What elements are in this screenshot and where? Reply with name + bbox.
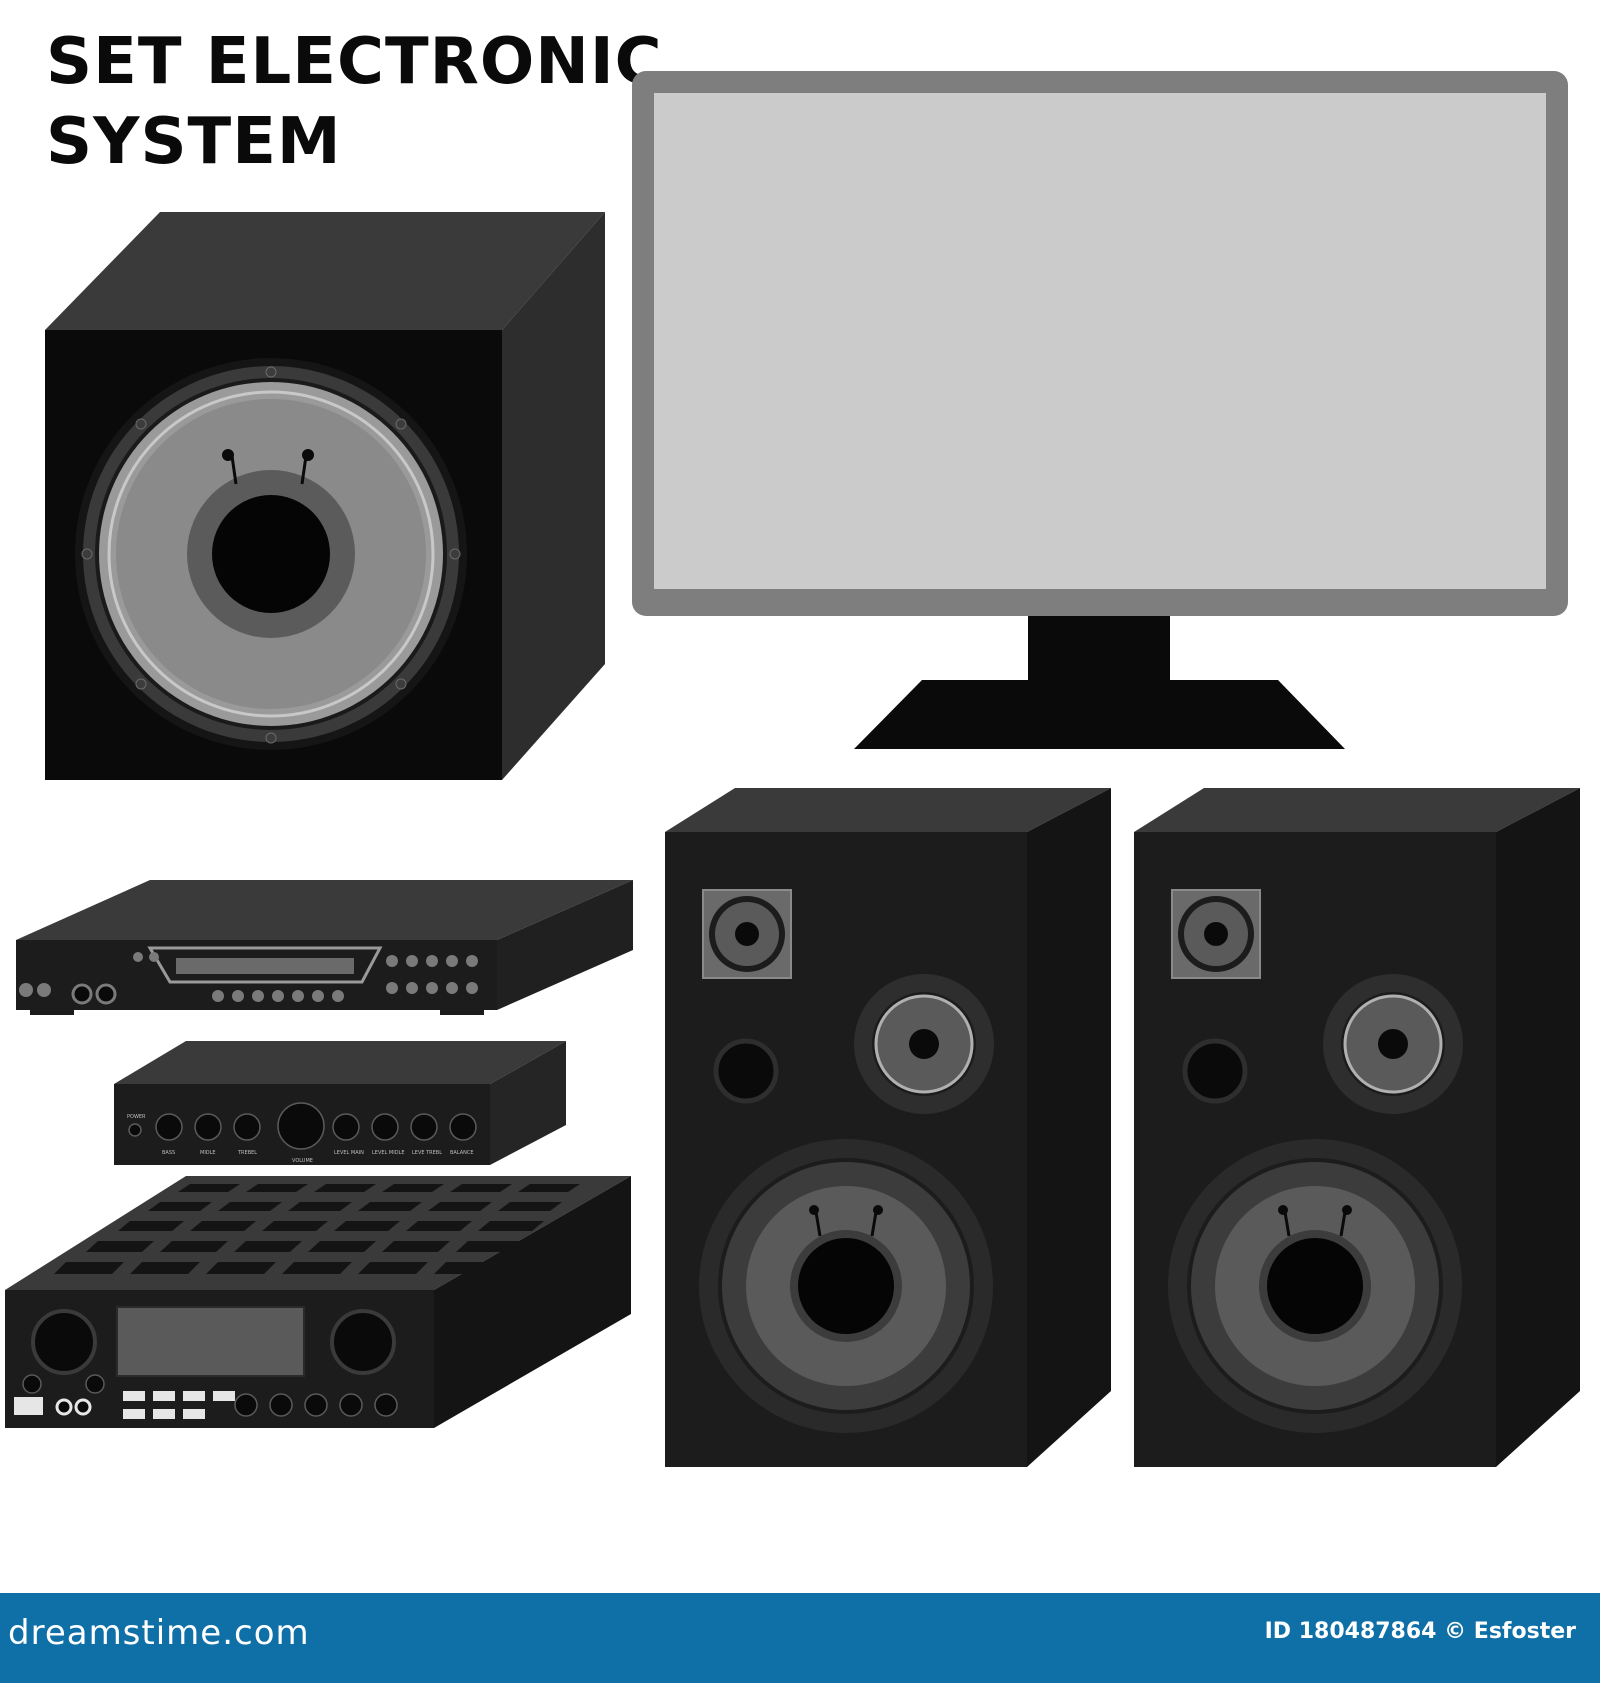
speaker-right-tweeter <box>1171 889 1261 979</box>
preamp-label-balance: BALANCE <box>450 1150 474 1156</box>
title-line-1: SET ELECTRONIC <box>46 25 663 99</box>
page-title: SET ELECTRONIC SYSTEM <box>46 22 663 182</box>
footer-bar: dreamstime.com ID 180487864 © Esfoster <box>0 1593 1600 1683</box>
cd-tray <box>147 946 383 984</box>
cd-player-top <box>16 880 633 940</box>
amplifier-left-knob <box>31 1309 97 1375</box>
title-line-2: SYSTEM <box>46 105 342 179</box>
amplifier-display <box>116 1306 305 1377</box>
preamp-label-midle: MIDLE <box>200 1150 216 1156</box>
preamp-label-bass: BASS <box>162 1150 175 1156</box>
speaker-right <box>1134 788 1580 1467</box>
preamp-side <box>490 1041 566 1165</box>
power-knob <box>128 1123 142 1137</box>
preamp-top <box>114 1041 566 1084</box>
speaker-right-woofer <box>1168 1139 1462 1433</box>
preamp-label-volume: VOLUME <box>292 1158 313 1164</box>
preamp-label-trebel: TREBEL <box>237 1150 257 1156</box>
electronic-system-illustration: POWER BASS MIDLE TREBEL VOLUME LEVEL MAI… <box>5 71 1580 1467</box>
speaker-left-port <box>713 1038 779 1104</box>
speaker-left-midrange <box>854 974 994 1114</box>
speaker-left-side <box>1027 788 1111 1467</box>
speaker-left-tweeter <box>702 889 792 979</box>
speaker-right-top <box>1134 788 1580 832</box>
power-amplifier <box>5 1176 631 1428</box>
image-credit: ID 180487864 © Esfoster <box>1264 1619 1576 1644</box>
subwoofer-side <box>502 212 605 780</box>
amplifier-side <box>434 1176 631 1428</box>
preamp-label-level-main: LEVEL MAIN <box>334 1150 364 1156</box>
monitor-screen <box>654 93 1546 589</box>
speaker-right-side <box>1496 788 1580 1467</box>
speaker-left-woofer <box>699 1139 993 1433</box>
speaker-right-midrange <box>1323 974 1463 1114</box>
speaker-left-top <box>665 788 1111 832</box>
amplifier-vents <box>54 1184 580 1274</box>
amplifier-right-knob <box>330 1309 396 1375</box>
volume-knob <box>277 1102 325 1150</box>
preamplifier: POWER BASS MIDLE TREBEL VOLUME LEVEL MAI… <box>114 1041 566 1165</box>
preamp-label-level-midle: LEVEL MIDLE <box>372 1150 404 1156</box>
tv-monitor <box>632 71 1568 749</box>
speaker-left <box>665 788 1111 1467</box>
preamp-label-power: POWER <box>127 1114 146 1120</box>
subwoofer-top <box>45 212 605 330</box>
dreamstime-logo[interactable]: dreamstime.com <box>8 1613 310 1653</box>
subwoofer <box>45 212 605 780</box>
subwoofer-woofer <box>75 358 467 750</box>
monitor-stand-base <box>854 680 1345 749</box>
cd-player <box>16 880 633 1015</box>
speaker-right-port <box>1182 1038 1248 1104</box>
cd-player-side <box>497 880 633 1010</box>
preamp-label-leve-trebl: LEVE TREBL <box>412 1150 442 1156</box>
